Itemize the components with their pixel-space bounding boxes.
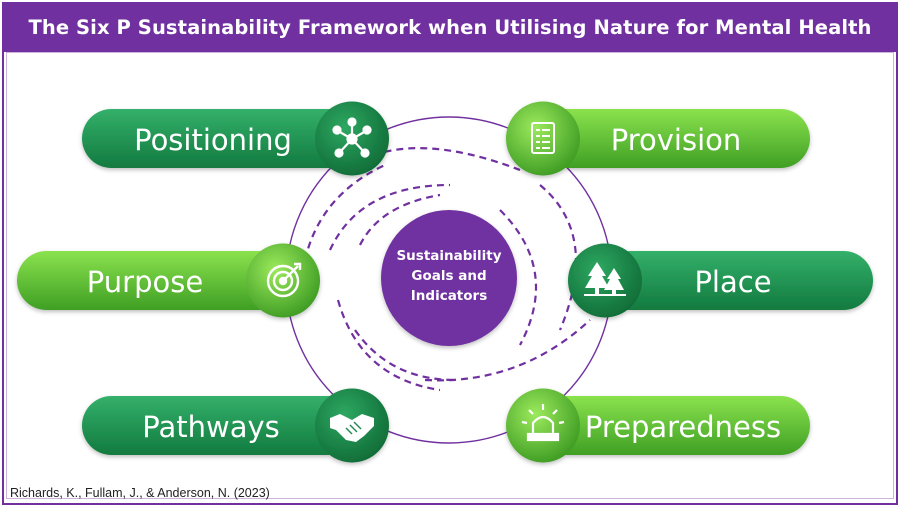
page-title: The Six P Sustainability Framework when … [2,2,898,52]
swirl-arc [539,184,578,331]
pillar-place [568,243,873,318]
network-icon [332,117,372,158]
pillar-place-label: Place [694,265,771,299]
center-line-1: Sustainability [396,248,501,264]
swirl-arc [359,193,441,246]
center-line-3: Indicators [411,288,487,304]
center-circle: Sustainability Goals and Indicators [381,210,517,346]
pillar-provision-label: Provision [611,123,742,157]
alarm-light-icon [521,404,565,442]
swirl-arc [499,209,538,346]
trees-icon [584,262,626,296]
swirl-arcs [303,147,591,392]
checklist-icon [531,122,555,154]
swirl-arc [329,183,451,251]
swirl-arc [336,299,441,392]
citation: Richards, K., Fullam, J., & Anderson, N.… [10,486,270,500]
pillar-provision [506,101,810,176]
swirl-arc [424,319,591,382]
center-line-2: Goals and [411,268,486,284]
pillar-positioning-label: Positioning [134,123,292,157]
pillar-preparedness-label: Preparedness [585,410,781,444]
swirl-arc [303,164,386,261]
pillar-pathways-label: Pathways [142,410,279,444]
target-icon [266,262,302,298]
pillar-preparedness [506,388,810,463]
handshake-icon [330,414,374,442]
pillar-purpose-label: Purpose [87,265,203,299]
content-border [6,52,894,499]
